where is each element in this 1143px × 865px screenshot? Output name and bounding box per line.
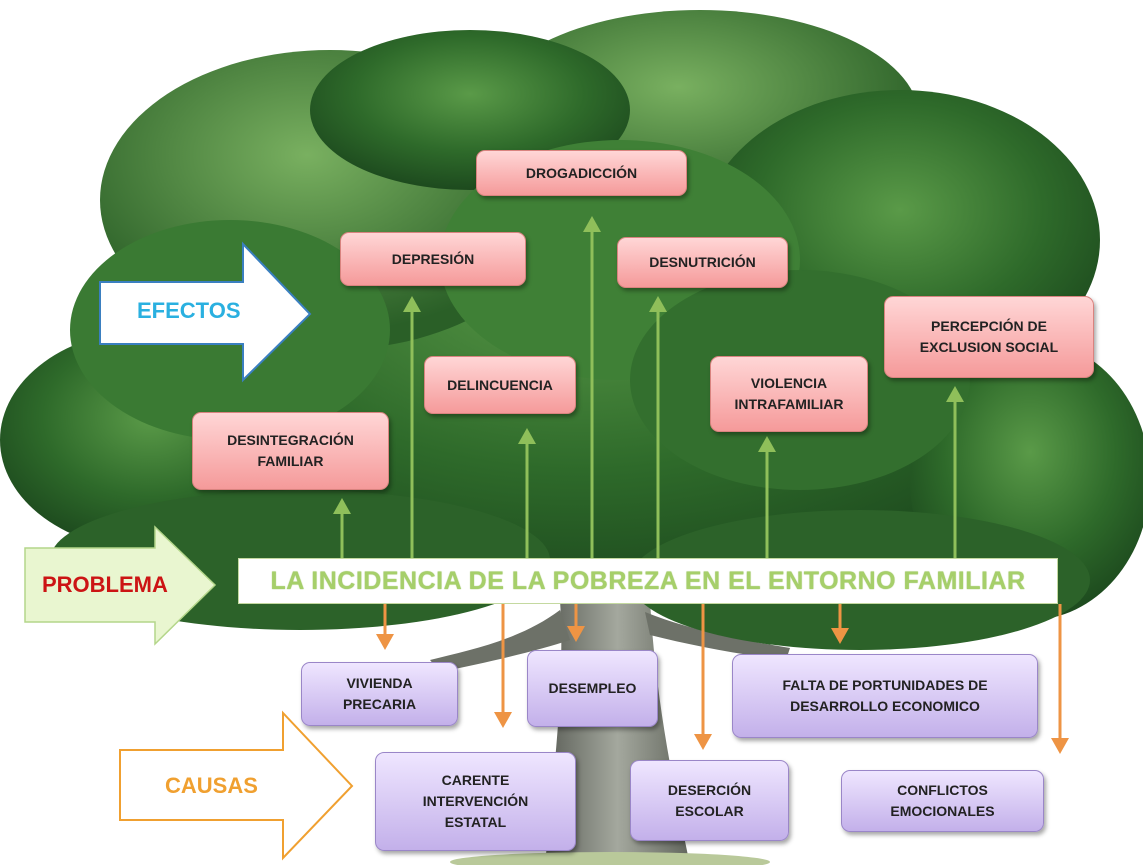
causas-label: CAUSAS (165, 773, 258, 798)
cause-carente-intervencion: CARENTE INTERVENCIÓN ESTATAL (375, 752, 576, 851)
effect-drogadiccion: DROGADICCIÓN (476, 150, 687, 196)
efectos-label: EFECTOS (137, 298, 241, 323)
cause-falta-oportunidades: FALTA DE PORTUNIDADES DE DESARROLLO ECON… (732, 654, 1038, 738)
cause-conflictos-emocionales: CONFLICTOS EMOCIONALES (841, 770, 1044, 832)
problem-statement: LA INCIDENCIA DE LA POBREZA EN EL ENTORN… (238, 558, 1058, 604)
cause-desercion-escolar: DESERCIÓN ESCOLAR (630, 760, 789, 841)
effect-violencia-intrafamiliar: VIOLENCIA INTRAFAMILIAR (710, 356, 868, 432)
cause-vivienda-precaria: VIVIENDA PRECARIA (301, 662, 458, 726)
effect-percepcion-exclusion: PERCEPCIÓN DE EXCLUSION SOCIAL (884, 296, 1094, 378)
effect-depresion: DEPRESIÓN (340, 232, 526, 286)
effect-desintegracion-familiar: DESINTEGRACIÓN FAMILIAR (192, 412, 389, 490)
effect-desnutricion: DESNUTRICIÓN (617, 237, 788, 288)
problema-label: PROBLEMA (42, 572, 168, 597)
effect-delincuencia: DELINCUENCIA (424, 356, 576, 414)
causas-arrow-shape (119, 710, 354, 861)
cause-desempleo: DESEMPLEO (527, 650, 658, 727)
problema-arrow-shape (24, 525, 217, 646)
